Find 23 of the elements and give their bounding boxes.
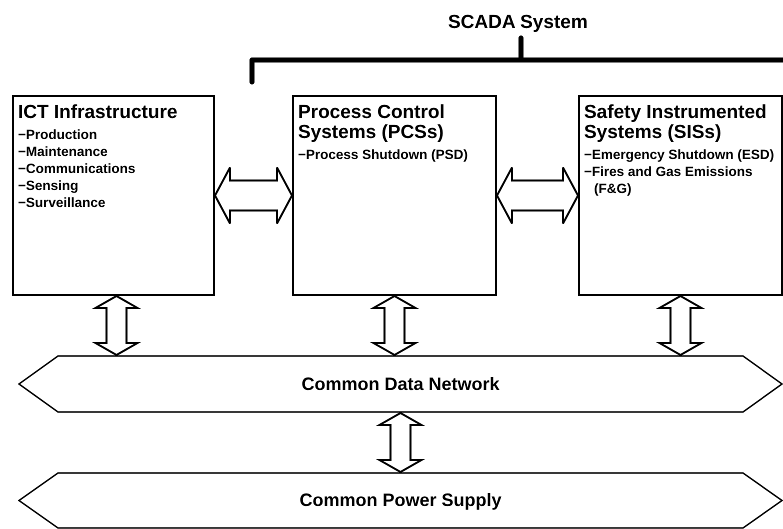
band-label: Common Data Network xyxy=(301,374,500,394)
double-arrow xyxy=(496,166,580,224)
box-heading: Process Control Systems (PCSs) xyxy=(298,103,446,143)
system-box xyxy=(578,95,783,296)
list-item: −Communications xyxy=(18,160,136,177)
list-item: −Production xyxy=(18,126,98,143)
system-box xyxy=(292,95,497,296)
box-heading: Safety Instrumented Systems (SISs) xyxy=(584,103,768,143)
double-arrow xyxy=(656,294,706,356)
double-arrow xyxy=(214,166,294,224)
double-arrow xyxy=(92,294,142,356)
list-item: −Emergency Shutdown (ESD) xyxy=(584,146,776,163)
list-item: −Process Shutdown (PSD) xyxy=(298,146,469,163)
double-arrow xyxy=(370,294,420,356)
band-label: Common Power Supply xyxy=(299,490,502,511)
list-item: −Surveillance xyxy=(18,194,106,211)
list-item: −Fires and Gas Emissions (F&G) xyxy=(584,163,754,197)
double-arrow xyxy=(376,412,426,474)
list-item: −Sensing xyxy=(18,177,80,194)
diagram-title: SCADA System xyxy=(448,12,588,34)
box-heading: ICT Infrastructure xyxy=(18,103,178,123)
system-box xyxy=(12,95,215,296)
list-item: −Maintenance xyxy=(18,143,109,160)
